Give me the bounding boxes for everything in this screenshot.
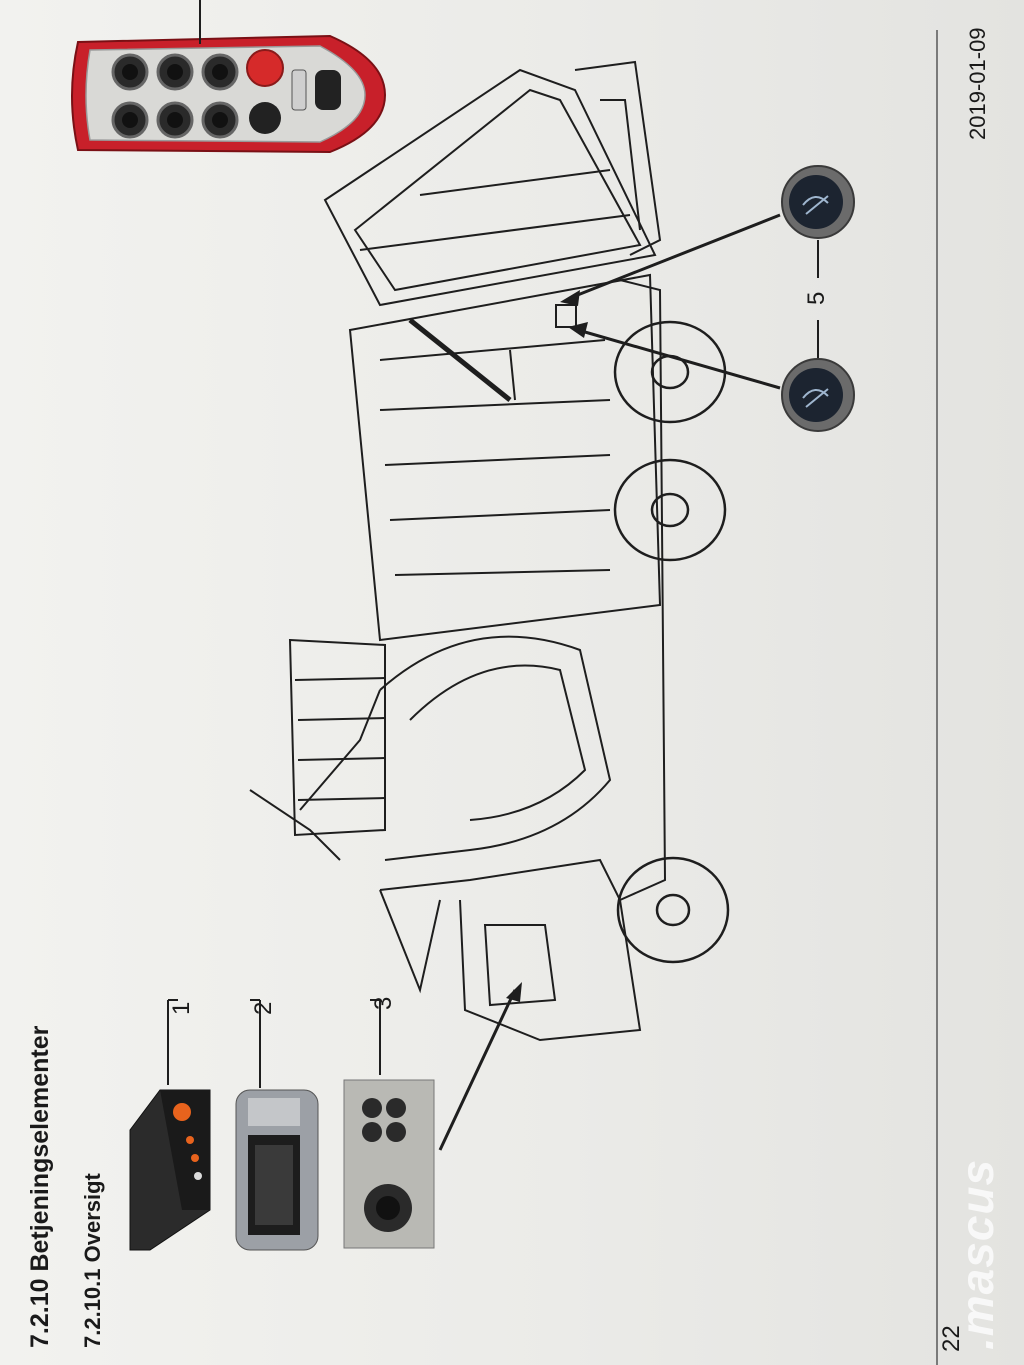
operating-terminal xyxy=(235,999,319,1251)
callout-number: 1 xyxy=(168,1001,195,1015)
callout-number: 3 xyxy=(370,996,397,1010)
terminal-box xyxy=(129,999,211,1251)
callout-number: 5 xyxy=(803,291,830,305)
watermark-logo: .mascus xyxy=(951,1158,1003,1350)
document-date: 2019-01-09 xyxy=(965,27,990,140)
wheels xyxy=(613,320,730,964)
subsection-title: 7.2.10.1 Oversigt xyxy=(80,1173,105,1348)
forage-wagon-drawing xyxy=(249,60,667,1042)
section-title: 7.2.10 Betjeningselementer xyxy=(26,1025,54,1348)
radio-remote-control xyxy=(71,0,387,154)
control-button-upper xyxy=(781,165,855,239)
control-button-lower xyxy=(781,358,855,432)
callout-number: 2 xyxy=(250,1001,277,1015)
joystick-plate xyxy=(343,999,435,1249)
footer-rule xyxy=(936,30,938,1365)
